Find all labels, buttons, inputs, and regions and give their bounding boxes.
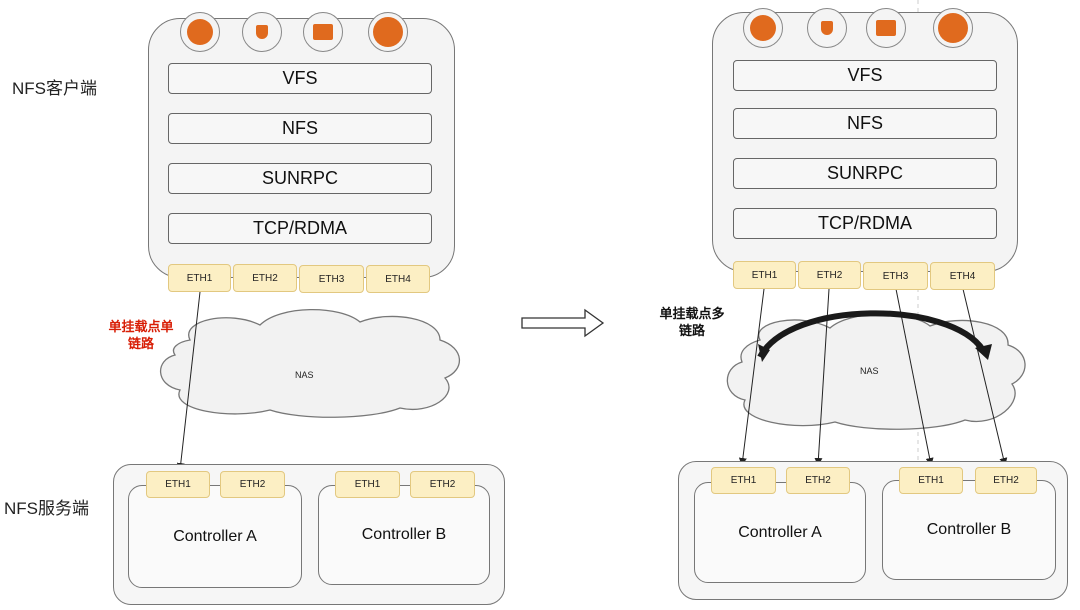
layer-vfs: VFS bbox=[733, 60, 997, 91]
layer-vfs: VFS bbox=[168, 63, 432, 94]
nas-cloud-left bbox=[159, 308, 461, 418]
transition-arrow bbox=[521, 308, 605, 338]
client-eth4: ETH4 bbox=[366, 265, 430, 293]
client-eth2: ETH2 bbox=[233, 264, 297, 292]
single-link-note: 单挂载点单链路 bbox=[96, 318, 186, 352]
table-grid-icon bbox=[866, 8, 906, 48]
layer-tcp-rdma: TCP/RDMA bbox=[168, 213, 432, 244]
client-eth2: ETH2 bbox=[798, 261, 861, 289]
controller-b: Controller B bbox=[318, 485, 490, 585]
server-label: NFS服务端 bbox=[4, 499, 89, 518]
ctrl-b-eth1: ETH1 bbox=[899, 467, 963, 494]
nas-label: NAS bbox=[295, 370, 314, 380]
controller-b: Controller B bbox=[882, 480, 1056, 580]
ctrl-b-eth2: ETH2 bbox=[410, 471, 475, 498]
note-line: 单挂载点单 bbox=[108, 319, 174, 334]
client-label: NFS客户端 bbox=[12, 79, 97, 98]
controller-a: Controller A bbox=[128, 485, 302, 588]
client-eth4: ETH4 bbox=[930, 262, 995, 290]
ctrl-b-eth2: ETH2 bbox=[975, 467, 1037, 494]
layer-nfs: NFS bbox=[168, 113, 432, 144]
layer-tcp-rdma: TCP/RDMA bbox=[733, 208, 997, 239]
security-network-icon bbox=[807, 8, 847, 48]
controller-a: Controller A bbox=[694, 482, 866, 583]
users-group-icon bbox=[933, 8, 973, 48]
ctrl-b-eth1: ETH1 bbox=[335, 471, 400, 498]
multi-link-note: 单挂载点多链路 bbox=[648, 305, 736, 339]
ctrl-a-eth2: ETH2 bbox=[786, 467, 850, 494]
users-group-icon bbox=[368, 12, 408, 52]
cloud-bank-icon bbox=[180, 12, 220, 52]
client-eth1: ETH1 bbox=[168, 264, 231, 292]
table-grid-icon bbox=[303, 12, 343, 52]
multipath-curve-arrow bbox=[757, 310, 986, 359]
ctrl-a-eth2: ETH2 bbox=[220, 471, 285, 498]
layer-nfs: NFS bbox=[733, 108, 997, 139]
client-eth3: ETH3 bbox=[863, 262, 928, 290]
note-line: 单挂载点多 bbox=[659, 306, 725, 321]
note-line: 链路 bbox=[678, 323, 705, 338]
layer-sunrpc: SUNRPC bbox=[168, 163, 432, 194]
security-network-icon bbox=[242, 12, 282, 52]
note-line: 链路 bbox=[127, 336, 154, 351]
client-eth1: ETH1 bbox=[733, 261, 796, 289]
ctrl-a-eth1: ETH1 bbox=[146, 471, 210, 498]
ctrl-a-eth1: ETH1 bbox=[711, 467, 776, 494]
nas-label: NAS bbox=[860, 366, 879, 376]
layer-sunrpc: SUNRPC bbox=[733, 158, 997, 189]
cloud-bank-icon bbox=[743, 8, 783, 48]
client-eth3: ETH3 bbox=[299, 265, 364, 293]
